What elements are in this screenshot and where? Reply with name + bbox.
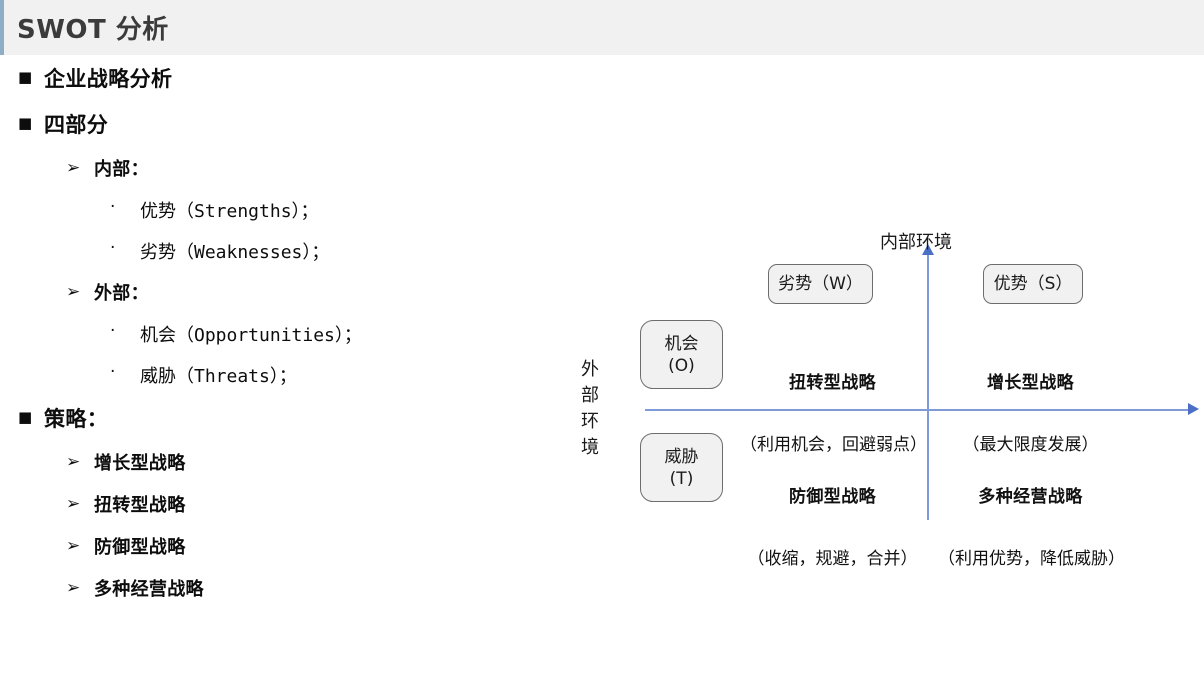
horizontal-axis-label: 外 部 环 境 [578,357,602,461]
quadrant-so-title: 增长型战略 [987,373,1074,393]
bullet-dot-icon: · [110,197,116,217]
slide-title-bar: SWOT 分析 [0,0,1204,55]
tag-weakness-label: 劣势（W） [778,274,863,294]
quadrant-so: 增长型战略 （最大限度发展） [938,333,1123,496]
tag-opportunity-label: 机会(O) [665,333,699,377]
list-item[interactable]: · 劣势（Weaknesses）； [110,230,560,271]
vertical-axis-label: 内部环境 [880,232,952,253]
list-item-label: 增长型战略 [94,453,186,474]
bullet-dot-icon: · [110,321,116,341]
list-item-label: 多种经营战略 [94,579,204,600]
quadrant-wt-subtitle: （收缩，规避，合并） [747,549,918,569]
tag-opportunity-line1: 机会 [664,333,699,354]
bullet-arrow-icon: ➢ [66,451,81,472]
vertical-axis-arrow-icon [922,244,934,255]
tag-threat[interactable]: 威胁(T) [640,433,723,502]
axis-label-char: 环 [581,411,599,432]
list-item[interactable]: ➢ 增长型战略 [66,441,560,483]
list-item[interactable]: ➢ 扭转型战略 [66,483,560,525]
quadrant-st: 多种经营战略 （利用优势，降低威胁） [938,447,1125,610]
list-item[interactable]: · 机会（Opportunities）； [110,313,560,354]
list-item[interactable]: ■ 企业战略分析 [18,55,560,101]
quadrant-wt: 防御型战略 （收缩，规避，合并） [740,447,925,610]
tag-threat-line1: 威胁 [664,446,699,467]
bullet-square-icon: ■ [18,113,33,132]
list-item[interactable]: ■ 策略： [18,395,560,441]
title-accent-bar [0,0,4,55]
list-item-label: 四部分 [44,113,109,137]
quadrant-wt-title: 防御型战略 [789,487,876,507]
bullet-arrow-icon: ➢ [66,535,81,556]
bullet-arrow-icon: ➢ [66,493,81,514]
list-item[interactable]: ➢ 内部： [66,147,560,189]
tag-weakness[interactable]: 劣势（W） [768,264,873,304]
list-item-label: 防御型战略 [94,537,186,558]
list-item-label: 机会（Opportunities）； [140,324,362,346]
quadrant-st-title: 多种经营战略 [978,487,1083,507]
bullet-arrow-icon: ➢ [66,577,81,598]
list-item-label: 内部： [94,159,149,180]
list-item-label: 扭转型战略 [94,495,186,516]
tag-strength[interactable]: 优势（S） [983,264,1083,304]
bullet-square-icon: ■ [18,407,33,426]
bullet-dot-icon: · [110,362,116,382]
quadrant-wo-title: 扭转型战略 [789,373,876,393]
list-item[interactable]: ➢ 多种经营战略 [66,567,560,609]
axis-label-char: 部 [581,385,599,406]
outline-list: ■ 企业战略分析 ■ 四部分 ➢ 内部： · 优势（Strengths）； · … [0,55,560,609]
swot-quadrant-diagram: 内部环境 外 部 环 境 劣势（W） 优势（S） 机会(O) 威胁(T) 扭转型… [560,0,1204,680]
page-title: SWOT 分析 [17,15,169,45]
quadrant-st-subtitle: （利用优势，降低威胁） [938,549,1125,569]
bullet-dot-icon: · [110,238,116,258]
list-item-label: 威胁（Threats）； [140,365,297,387]
tag-strength-label: 优势（S） [993,274,1073,294]
list-item[interactable]: ➢ 防御型战略 [66,525,560,567]
tag-opportunity-line2: (O) [668,355,695,376]
list-item-label: 策略： [44,407,109,431]
quadrant-wo-subtitle: （利用机会，回避弱点） [740,435,927,455]
list-item[interactable]: ➢ 外部： [66,271,560,313]
tag-threat-label: 威胁(T) [665,446,699,490]
list-item-label: 企业战略分析 [44,67,173,91]
horizontal-axis-arrow-icon [1188,403,1199,415]
tag-threat-line2: (T) [669,468,694,489]
vertical-axis-line [927,254,929,520]
bullet-arrow-icon: ➢ [66,281,81,302]
bullet-arrow-icon: ➢ [66,157,81,178]
list-item[interactable]: · 威胁（Threats）； [110,354,560,395]
list-item-label: 劣势（Weaknesses）； [140,241,330,263]
axis-label-char: 外 [581,359,599,380]
list-item-label: 优势（Strengths）； [140,200,319,222]
list-item-label: 外部： [94,283,149,304]
quadrant-wo: 扭转型战略 （利用机会，回避弱点） [740,333,927,496]
axis-label-char: 境 [581,437,599,458]
quadrant-so-subtitle: （最大限度发展） [962,435,1099,455]
list-item[interactable]: · 优势（Strengths）； [110,189,560,230]
horizontal-axis-line [645,409,1190,411]
list-item[interactable]: ■ 四部分 [18,101,560,147]
bullet-square-icon: ■ [18,67,33,86]
tag-opportunity[interactable]: 机会(O) [640,320,723,389]
